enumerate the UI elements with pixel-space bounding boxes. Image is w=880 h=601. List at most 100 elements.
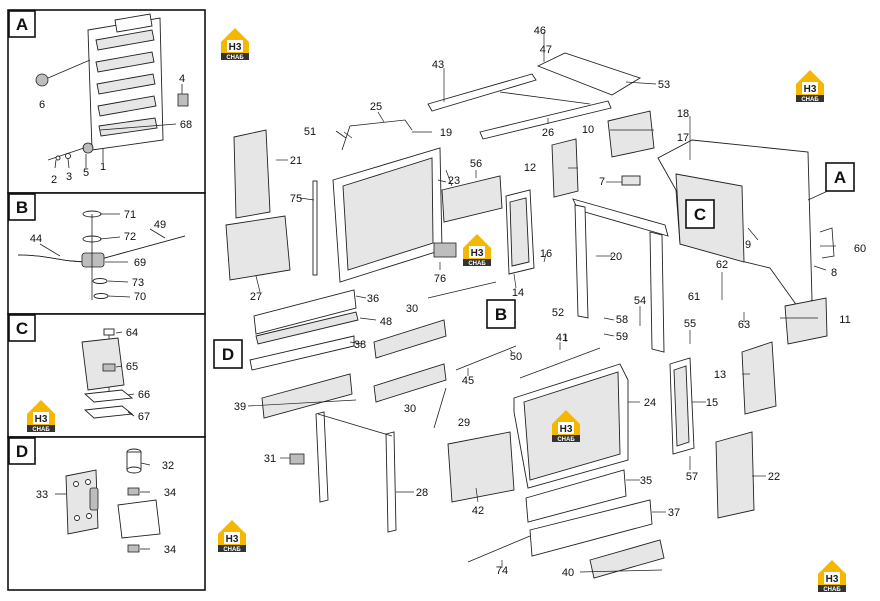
part-label: 32 bbox=[162, 460, 174, 472]
part-label: 59 bbox=[616, 331, 628, 343]
callout-a-letter: A bbox=[834, 168, 846, 187]
part-label: 34 bbox=[164, 544, 176, 556]
inset-a-drawing bbox=[35, 13, 189, 169]
svg-text:H3: H3 bbox=[471, 248, 484, 259]
part-label: 17 bbox=[677, 132, 689, 144]
callout-c-letter: C bbox=[694, 205, 706, 224]
part-label: 40 bbox=[562, 567, 574, 579]
main-exploded-view bbox=[225, 52, 835, 579]
inset-a-letter: A bbox=[16, 15, 28, 34]
inset-c-drawing bbox=[81, 328, 135, 419]
svg-text:СНАБ: СНАБ bbox=[32, 427, 50, 433]
part-label: 1 bbox=[100, 161, 106, 173]
part-label: 20 bbox=[610, 251, 622, 263]
svg-text:СНАБ: СНАБ bbox=[823, 587, 841, 593]
inset-b-tab: B bbox=[8, 193, 36, 221]
part-label: 35 bbox=[640, 475, 652, 487]
logo-7: H3 СНАБ bbox=[818, 560, 846, 593]
callout-c: C bbox=[685, 199, 715, 229]
part-label: 24 bbox=[644, 397, 656, 409]
part-label: 44 bbox=[30, 233, 42, 245]
part-label: 66 bbox=[138, 389, 150, 401]
part-label: 10 bbox=[582, 124, 594, 136]
part-label: 42 bbox=[472, 505, 484, 517]
inset-d-letter: D bbox=[16, 442, 28, 461]
svg-text:СНАБ: СНАБ bbox=[223, 547, 241, 553]
part-label: 9 bbox=[745, 239, 751, 251]
part-label: 62 bbox=[716, 259, 728, 271]
svg-text:H3: H3 bbox=[226, 534, 239, 545]
leader-lines bbox=[247, 32, 836, 573]
inset-d-drawing bbox=[55, 448, 161, 553]
svg-text:H3: H3 bbox=[826, 574, 839, 585]
logo-6: H3 СНАБ bbox=[218, 520, 246, 553]
part-label: 6 bbox=[39, 99, 45, 111]
part-label: 11 bbox=[839, 314, 850, 326]
svg-text:СНАБ: СНАБ bbox=[557, 437, 575, 443]
part-label: 7 bbox=[599, 176, 605, 188]
part-label: 53 bbox=[658, 79, 670, 91]
part-label: 27 bbox=[250, 291, 262, 303]
part-label: 41 bbox=[556, 332, 568, 344]
part-label: 52 bbox=[552, 307, 564, 319]
part-label: 5 bbox=[83, 167, 89, 179]
part-label: 13 bbox=[714, 369, 726, 381]
part-label: 65 bbox=[126, 361, 138, 373]
part-label: 16 bbox=[540, 248, 552, 260]
part-label: 33 bbox=[36, 489, 48, 501]
part-number-labels: 6 4 68 1 5 3 2 71 49 44 72 69 73 70 64 6… bbox=[30, 25, 866, 579]
part-label: 15 bbox=[706, 397, 718, 409]
callout-d-letter: D bbox=[222, 345, 234, 364]
part-label: 67 bbox=[138, 411, 150, 423]
part-label: 4 bbox=[179, 73, 185, 85]
part-label: 8 bbox=[831, 267, 837, 279]
part-label: 28 bbox=[416, 487, 428, 499]
part-label: 56 bbox=[470, 158, 482, 170]
part-label: 50 bbox=[510, 351, 522, 363]
part-label: 74 bbox=[496, 565, 508, 577]
part-label: 72 bbox=[124, 231, 136, 243]
part-label: 23 bbox=[448, 175, 460, 187]
part-label: 48 bbox=[380, 316, 392, 328]
inset-c-tab: C bbox=[8, 314, 36, 342]
callout-d: D bbox=[213, 339, 243, 369]
inset-c-letter: C bbox=[16, 319, 28, 338]
part-label: 70 bbox=[134, 291, 146, 303]
part-label: 18 bbox=[677, 108, 689, 120]
part-label: 51 bbox=[304, 126, 316, 138]
part-label: 19 bbox=[440, 127, 452, 139]
part-label: 75 bbox=[290, 193, 302, 205]
part-label: 69 bbox=[134, 257, 146, 269]
part-label: 30 bbox=[406, 303, 418, 315]
svg-text:СНАБ: СНАБ bbox=[468, 261, 486, 267]
callout-b-letter: B bbox=[495, 305, 507, 324]
svg-text:H3: H3 bbox=[35, 414, 48, 425]
part-label: 55 bbox=[684, 318, 696, 330]
part-label: 49 bbox=[154, 219, 166, 231]
part-label: 57 bbox=[686, 471, 698, 483]
part-label: 2 bbox=[51, 174, 57, 186]
svg-text:H3: H3 bbox=[229, 42, 242, 53]
part-label: 58 bbox=[616, 314, 628, 326]
part-label: 76 bbox=[434, 273, 446, 285]
logo-4: H3 СНАБ bbox=[27, 400, 55, 433]
part-label: 31 bbox=[264, 453, 276, 465]
part-label: 68 bbox=[180, 119, 192, 131]
part-label: 34 bbox=[164, 487, 176, 499]
part-label: 45 bbox=[462, 375, 474, 387]
part-label: 21 bbox=[290, 155, 302, 167]
inset-b-drawing bbox=[17, 210, 186, 300]
part-label: 37 bbox=[668, 507, 680, 519]
part-label: 14 bbox=[512, 287, 524, 299]
part-label: 63 bbox=[738, 319, 750, 331]
svg-text:H3: H3 bbox=[804, 84, 817, 95]
inset-b-letter: B bbox=[16, 198, 28, 217]
logo-3: H3 СНАБ bbox=[463, 234, 491, 267]
callout-b: B bbox=[486, 299, 516, 329]
svg-text:H3: H3 bbox=[560, 424, 573, 435]
inset-a-tab: A bbox=[8, 10, 36, 38]
logo-2: H3 СНАБ bbox=[796, 70, 824, 103]
svg-text:СНАБ: СНАБ bbox=[801, 97, 819, 103]
part-label: 29 bbox=[458, 417, 470, 429]
